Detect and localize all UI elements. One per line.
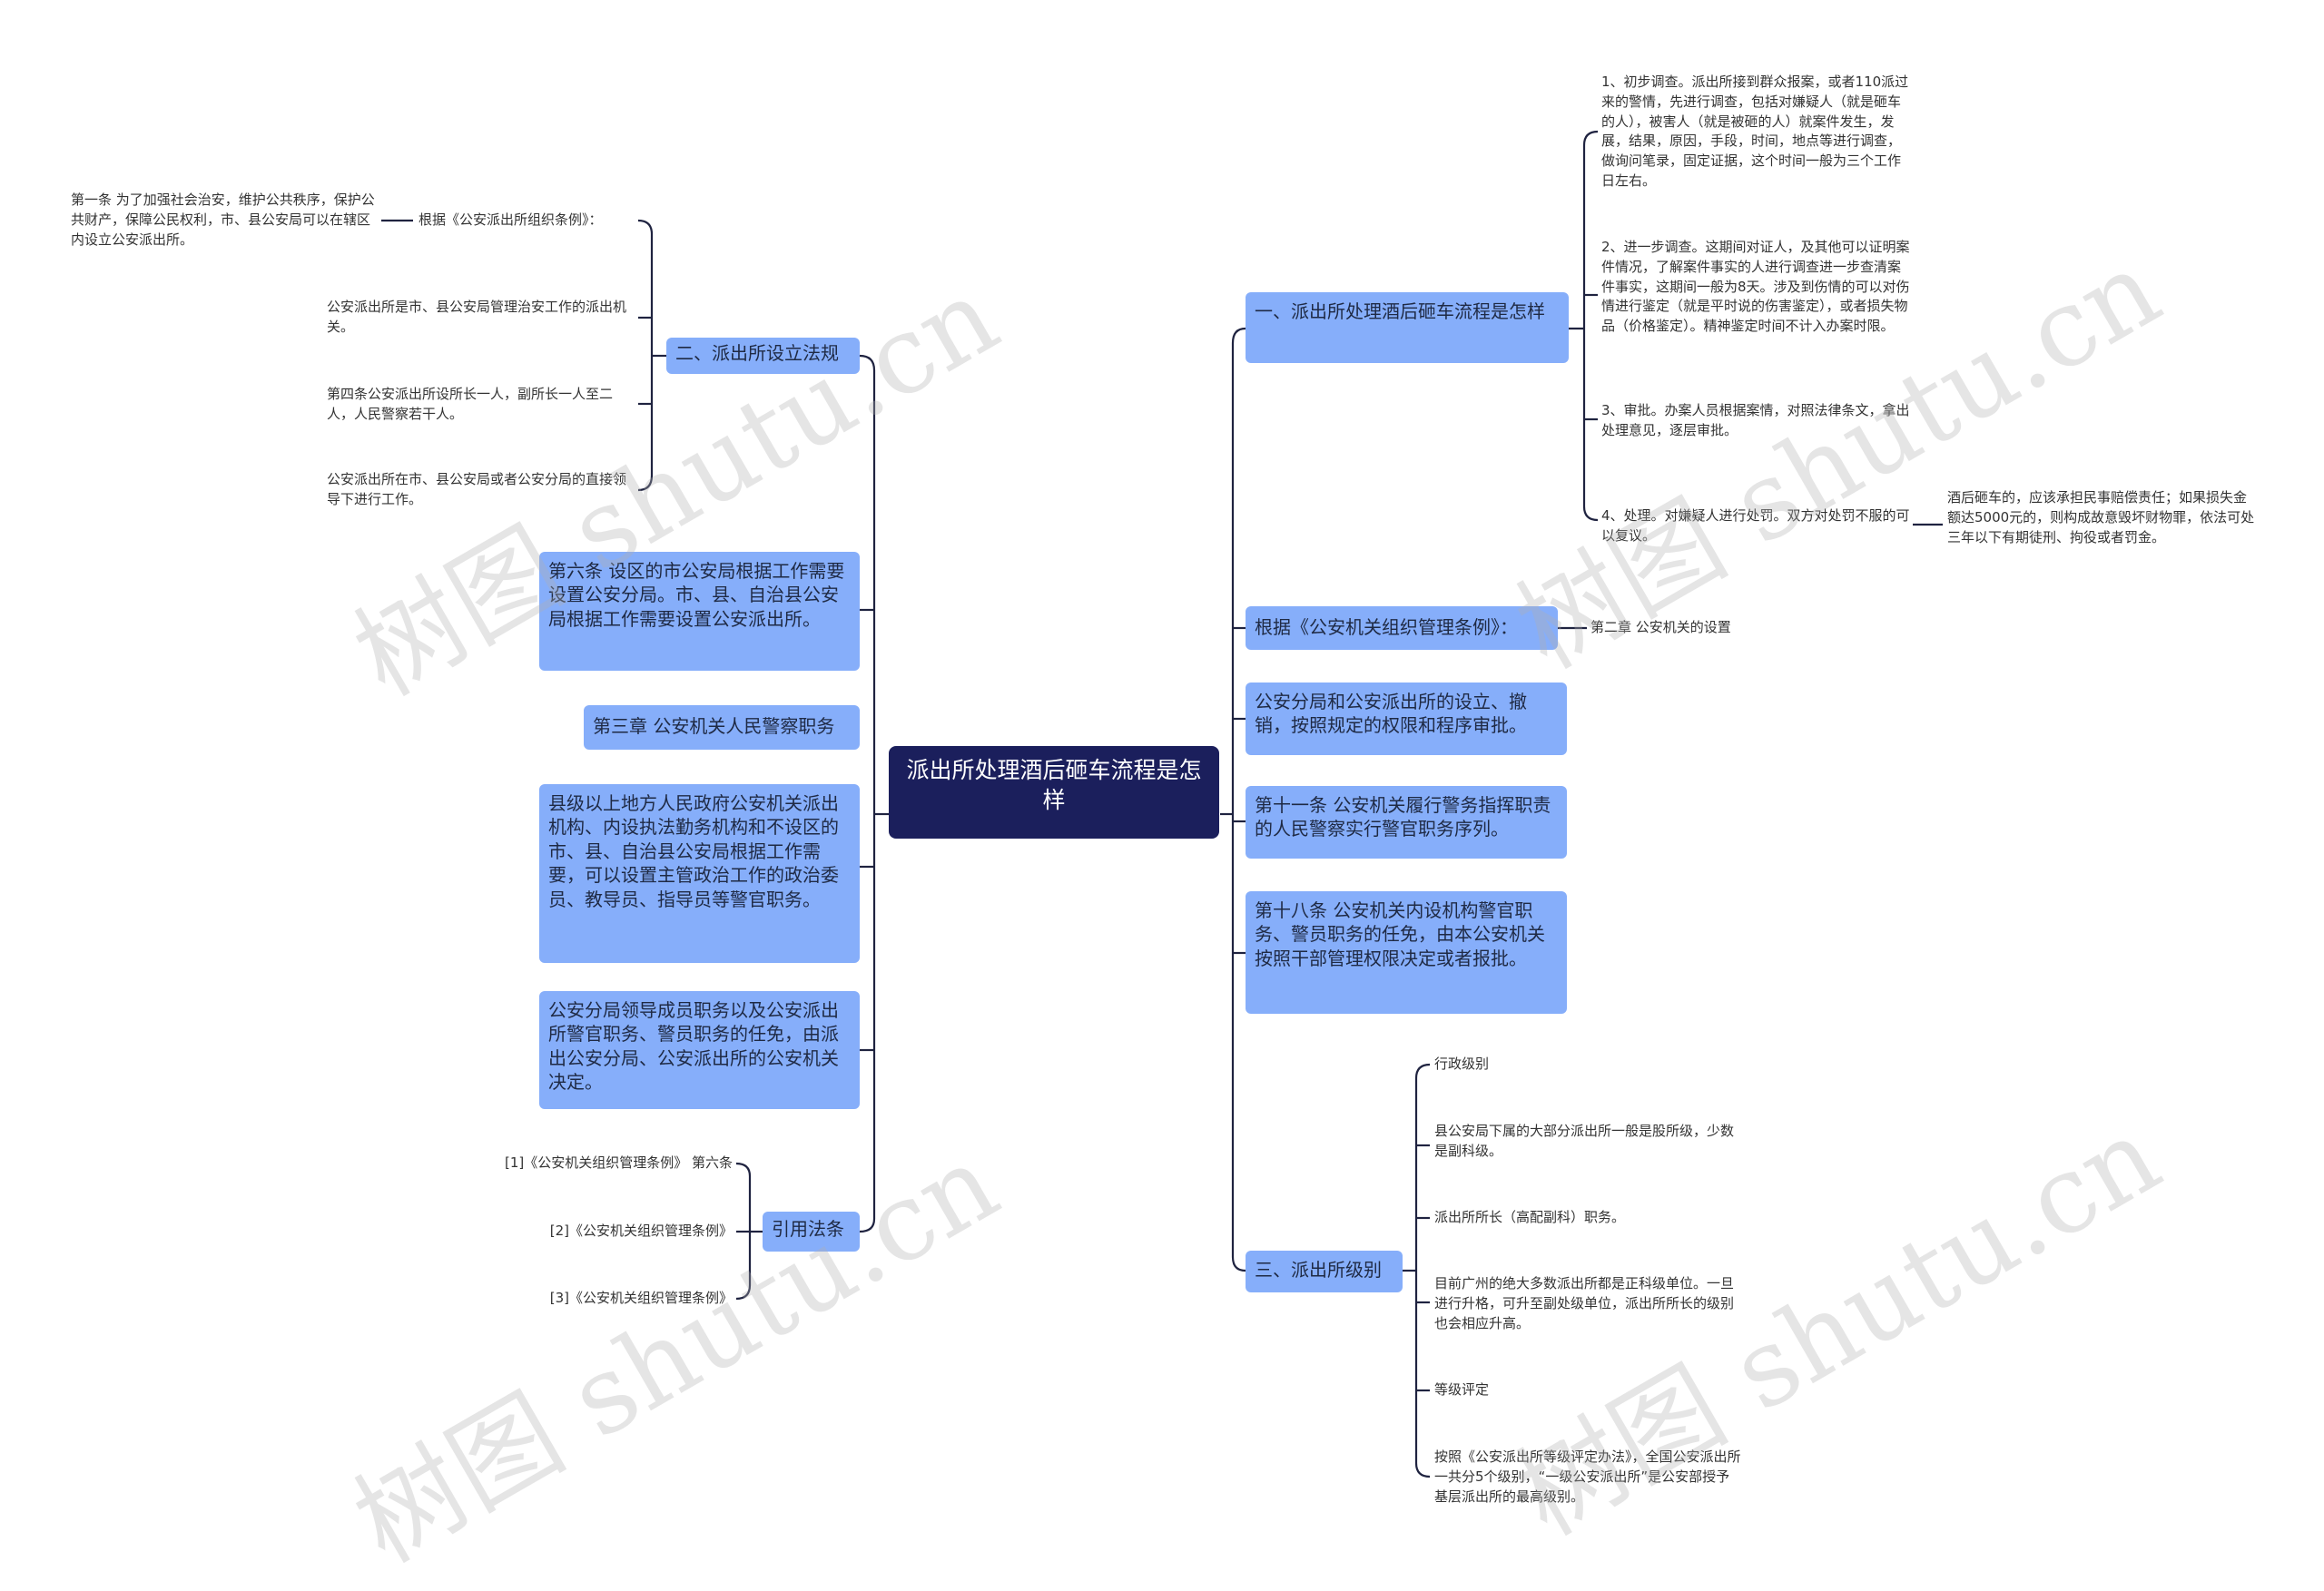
connector (1231, 1256, 1246, 1272)
connector (859, 354, 876, 371)
branch-label: 二、派出所设立法规 (675, 342, 839, 364)
leaf-citation-3[interactable]: [3]《公安机关组织管理条例》 (549, 1290, 733, 1306)
leaf-regulation-item4[interactable]: 公安派出所在市、县公安局或者公安分局的直接领导下进行工作。 (327, 471, 627, 507)
leaf-level-2[interactable]: 县公安局下属的大部分派出所一般是股所级，少数是副科级。 (1434, 1123, 1735, 1159)
branch-level[interactable]: 三、派出所级别 (1246, 1251, 1403, 1292)
connector (1414, 1063, 1431, 1079)
leaf-level-3[interactable]: 派出所所长（高配副科）职务。 (1434, 1209, 1626, 1225)
root-title: 派出所处理酒后砸车流程是怎样 (906, 757, 1202, 813)
branch-citations[interactable]: 引用法条 (763, 1212, 860, 1252)
leaf-citation-2[interactable]: [2]《公安机关组织管理条例》 (549, 1223, 733, 1239)
leaf-article1[interactable]: 第一条 为了加强社会治安，维护公共秩序，保护公共财产，保障公民权利，市、县公安局… (71, 192, 375, 248)
branch-article18[interactable]: 第十八条 公安机关内设机构警官职务、警员职务的任免，由本公安机关按照干部管理权限… (1246, 891, 1567, 1014)
connector (1414, 1462, 1431, 1478)
leaf-level-4[interactable]: 目前广州的绝大多数派出所都是正科级单位。一旦进行升格，可升至副处级单位，派出所所… (1434, 1275, 1735, 1331)
connector (859, 1218, 876, 1233)
leaf-process-step1[interactable]: 1、初步调查。派出所接到群众报案，或者110派过来的警情，先进行调查，包括对嫌疑… (1601, 74, 1909, 189)
branch-org-basis[interactable]: 根据《公安机关组织管理条例》： (1246, 606, 1558, 650)
connector (637, 475, 654, 492)
leaf-org-chapter2[interactable]: 第二章 公安机关的设置 (1590, 619, 1731, 635)
connector (1231, 327, 1246, 344)
connector (735, 1284, 752, 1301)
leaf-level-6[interactable]: 按照《公安派出所等级评定办法》，全国公安派出所一共分5个级别，“一级公安派出所”… (1434, 1449, 1741, 1505)
leaf-regulation-item3[interactable]: 第四条公安派出所设所长一人，副所长一人至二人，人民警察若干人。 (327, 386, 614, 422)
connector (637, 219, 654, 235)
branch-regulations[interactable]: 二、派出所设立法规 (666, 338, 860, 374)
branch-article6[interactable]: 第六条 设区的市公安局根据工作需要设置公安分局。市、县、自治县公安局根据工作需要… (539, 552, 860, 671)
leaf-citation-1[interactable]: [1]《公安机关组织管理条例》 第六条 (504, 1154, 733, 1171)
leaf-regulation-item2[interactable]: 公安派出所是市、县公安局管理治安工作的派出机关。 (327, 299, 627, 335)
branch-appointment[interactable]: 公安分局领导成员职务以及公安派出所警官职务、警员职务的任免，由派出公安分局、公安… (539, 991, 860, 1109)
branch-establish[interactable]: 公安分局和公安派出所的设立、撤销，按照规定的权限和程序审批。 (1246, 683, 1567, 755)
connector (1582, 130, 1599, 146)
leaf-step4-note[interactable]: 酒后砸车的，应该承担民事赔偿责任；如果损失金额达5000元的，则构成故意毁坏财物… (1947, 489, 2255, 545)
leaf-level-5[interactable]: 等级评定 (1434, 1381, 1490, 1398)
branch-article11[interactable]: 第十一条 公安机关履行警务指挥职责的人民警察实行警官职务序列。 (1246, 786, 1567, 859)
connector (1582, 506, 1599, 522)
connector (735, 1162, 752, 1177)
root-node[interactable]: 派出所处理酒后砸车流程是怎样 (889, 746, 1219, 839)
leaf-level-1[interactable]: 行政级别 (1434, 1056, 1490, 1072)
leaf-process-step3[interactable]: 3、审批。办案人员根据案情，对照法律条文，拿出处理意见，逐层审批。 (1601, 402, 1910, 438)
leaf-regulation-basis[interactable]: 根据《公安派出所组织条例》： (419, 211, 603, 228)
branch-chapter3[interactable]: 第三章 公安机关人民警察职务 (584, 705, 860, 750)
branch-process[interactable]: 一、派出所处理酒后砸车流程是怎样 (1246, 292, 1569, 363)
leaf-process-step2[interactable]: 2、进一步调查。这期间对证人，及其他可以证明案件情况，了解案件事实的人进行调查进… (1601, 239, 1910, 334)
leaf-process-step4[interactable]: 4、处理。对嫌疑人进行处罚。双方对处罚不服的可以复议。 (1601, 507, 1910, 544)
branch-political[interactable]: 县级以上地方人民政府公安机关派出机构、内设执法勤务机构和不设区的市、县、自治县公… (539, 784, 860, 963)
